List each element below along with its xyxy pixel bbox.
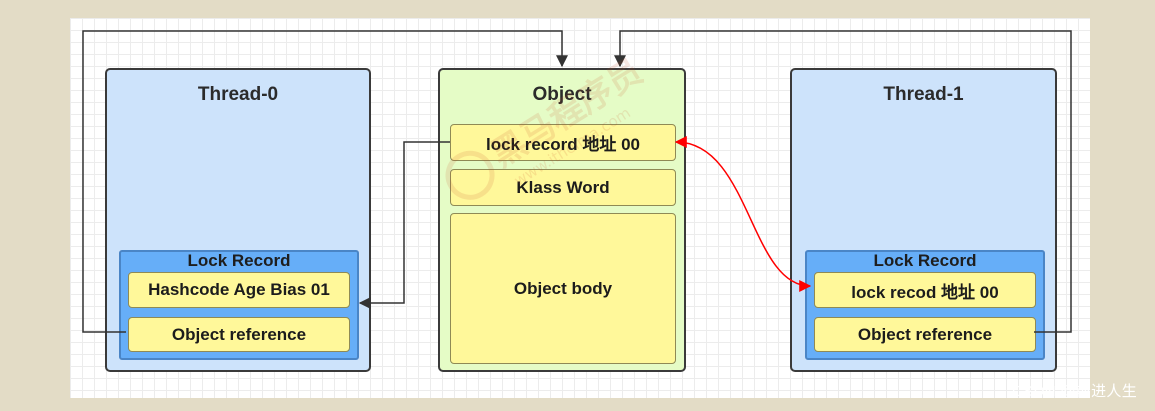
thread-1-lock-record-title: Lock Record bbox=[873, 251, 977, 270]
thread-1-reference-arrow bbox=[614, 30, 1072, 333]
object-to-thread-0-header-arrow bbox=[358, 141, 450, 309]
thread-0-panel: Thread-0 Lock Record Hashcode Age Bias 0… bbox=[105, 68, 371, 372]
thread-1-title: Thread-1 bbox=[883, 84, 964, 105]
cas-exchange-arrow bbox=[674, 136, 812, 292]
credit-text: CSDN @前进人生 bbox=[1012, 383, 1137, 400]
thread-0-lock-record: Lock Record Hashcode Age Bias 01 Object … bbox=[119, 250, 359, 360]
connector-lines: 黑马程序员 www.itheima.com bbox=[82, 30, 1072, 333]
thread-0-reference-arrow bbox=[82, 30, 568, 333]
watermark-logo: 黑马程序员 www.itheima.com bbox=[445, 52, 650, 200]
thread-1-panel: Thread-1 Lock Record lock recod 地址 00 Ob… bbox=[790, 68, 1057, 372]
thread-1-object-reference-cell: Object reference bbox=[814, 317, 1036, 352]
object-klass-word-cell: Klass Word bbox=[450, 169, 676, 206]
object-title: Object bbox=[532, 84, 592, 105]
thread-0-mark-word-cell: Hashcode Age Bias 01 bbox=[128, 272, 350, 308]
thread-1-lock-record-address-cell: lock recod 地址 00 bbox=[814, 272, 1036, 308]
diagram-canvas: Thread-0 Lock Record Hashcode Age Bias 0… bbox=[70, 18, 1090, 398]
object-panel: Object lock record 地址 00 Klass Word Obje… bbox=[438, 68, 686, 372]
object-lock-record-address-cell: lock record 地址 00 bbox=[450, 124, 676, 161]
thread-0-title: Thread-0 bbox=[197, 84, 279, 105]
thread-0-object-reference-cell: Object reference bbox=[128, 317, 350, 352]
thread-1-lock-record: Lock Record lock recod 地址 00 Object refe… bbox=[805, 250, 1045, 360]
object-body-cell: Object body bbox=[450, 213, 676, 364]
thread-0-lock-record-title: Lock Record bbox=[187, 251, 291, 270]
